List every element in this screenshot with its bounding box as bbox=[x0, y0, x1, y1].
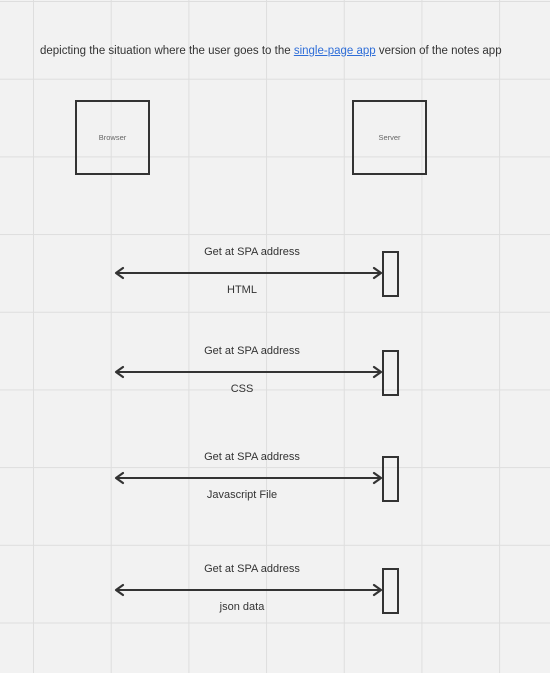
arrowhead-left-icon bbox=[114, 266, 125, 280]
arrowhead-left-icon bbox=[114, 365, 125, 379]
browser-actor-box[interactable]: Browser bbox=[75, 100, 150, 175]
browser-actor-label: Browser bbox=[98, 133, 127, 142]
arrowhead-right-icon bbox=[372, 583, 383, 597]
arrowhead-right-icon bbox=[372, 365, 383, 379]
server-activation-bar[interactable] bbox=[382, 456, 399, 502]
request-label: Get at SPA address bbox=[204, 563, 300, 575]
server-activation-bar[interactable] bbox=[382, 568, 399, 614]
caption-text-end: version of the notes app bbox=[375, 45, 502, 57]
caption-text-start: depicting the situation where the user g… bbox=[40, 45, 294, 57]
response-label: json data bbox=[219, 601, 266, 613]
response-label: CSS bbox=[231, 383, 254, 395]
message-4: Get at SPA address json data bbox=[114, 563, 399, 614]
server-actor-label: Server bbox=[378, 133, 401, 142]
arrowhead-right-icon bbox=[372, 266, 383, 280]
request-label: Get at SPA address bbox=[204, 246, 300, 258]
arrowhead-left-icon bbox=[114, 583, 125, 597]
arrowhead-left-icon bbox=[114, 471, 125, 485]
server-activation-bar[interactable] bbox=[382, 350, 399, 396]
arrowhead-right-icon bbox=[372, 471, 383, 485]
request-label: Get at SPA address bbox=[204, 345, 300, 357]
diagram-caption: depicting the situation where the user g… bbox=[40, 45, 502, 57]
server-activation-bar[interactable] bbox=[382, 251, 399, 297]
response-label: Javascript File bbox=[207, 489, 277, 501]
request-label: Get at SPA address bbox=[204, 451, 300, 463]
response-label: HTML bbox=[227, 284, 257, 296]
single-page-app-link[interactable]: single-page app bbox=[293, 45, 376, 57]
server-actor-box[interactable]: Server bbox=[352, 100, 427, 175]
